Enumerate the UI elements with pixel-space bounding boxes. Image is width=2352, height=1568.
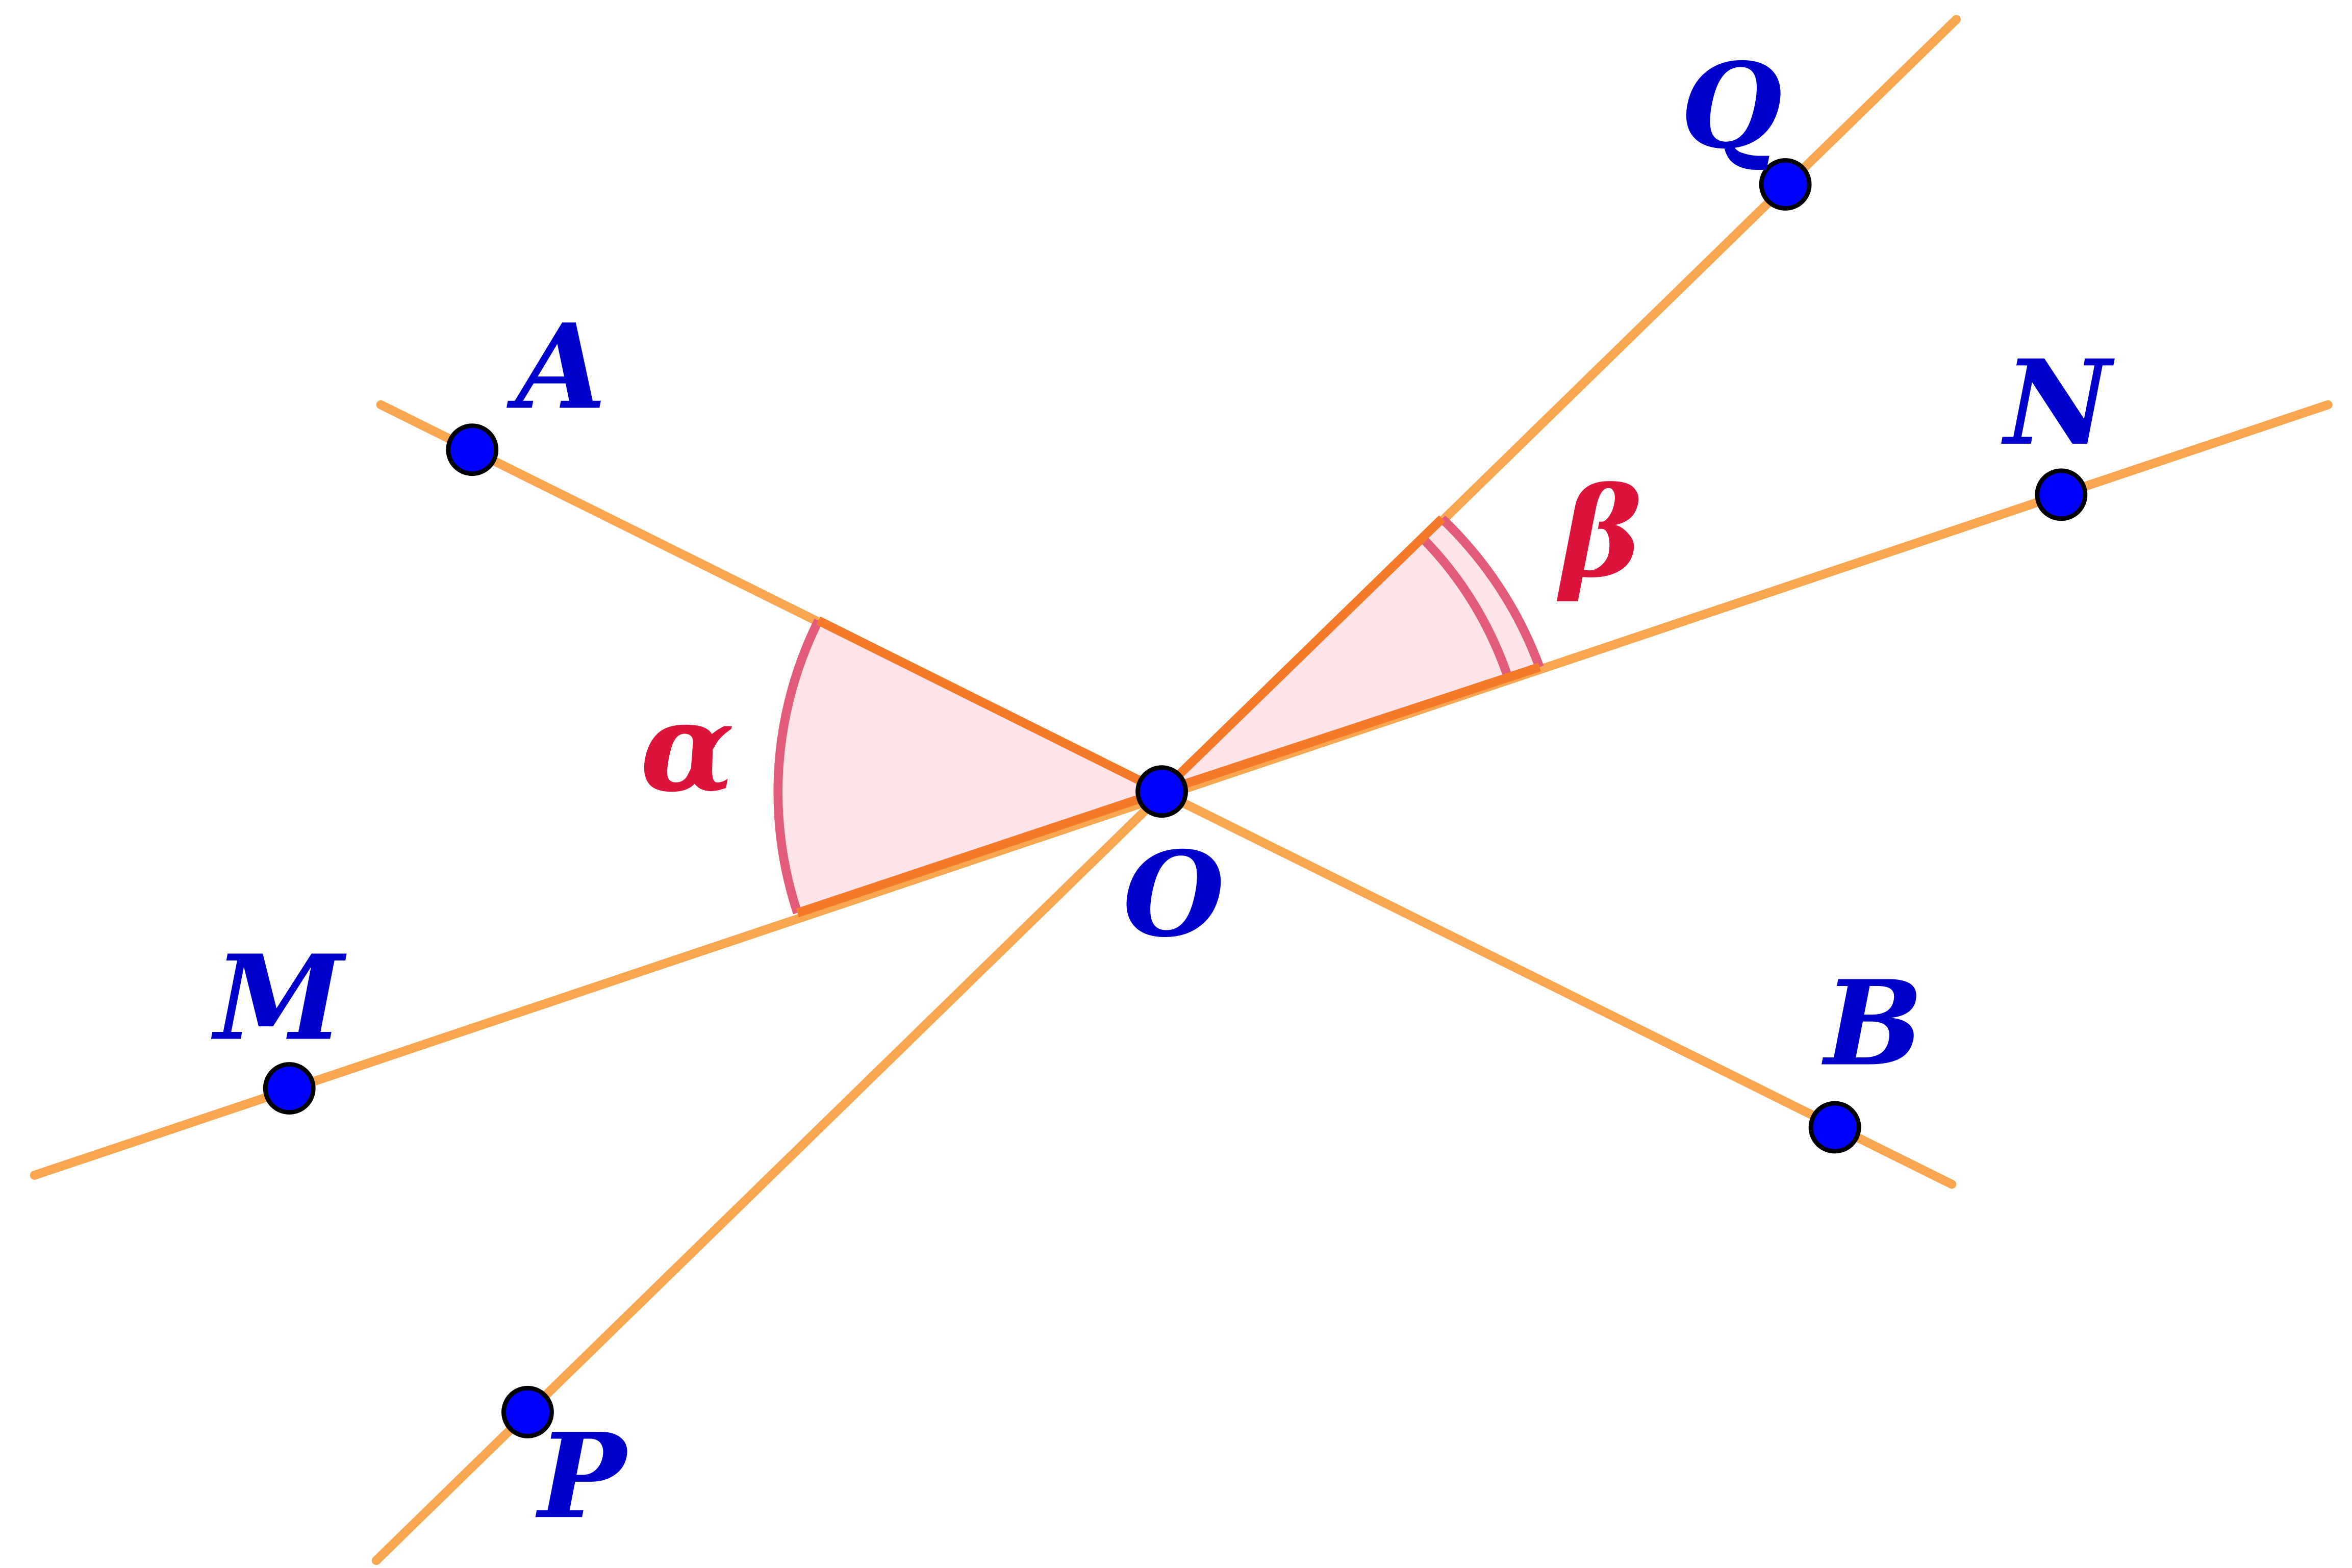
- point-N[interactable]: [2035, 468, 2088, 521]
- angle-labels: α β: [640, 461, 1642, 819]
- point-B[interactable]: [1808, 1101, 1861, 1154]
- angle-beta: [1158, 515, 1544, 796]
- point-P[interactable]: [501, 1385, 554, 1438]
- ray-OQ-highlight: [1158, 515, 1446, 795]
- label-M: M: [211, 930, 347, 1067]
- label-B: B: [1822, 955, 1924, 1093]
- point-Q[interactable]: [1759, 158, 1812, 211]
- point-labels: A B M N P Q O: [211, 38, 2115, 1545]
- angle-alpha: [773, 616, 1164, 918]
- label-N: N: [2001, 335, 2115, 472]
- angle-beta-sector: [1161, 518, 1540, 792]
- label-Q: Q: [1680, 38, 1782, 175]
- point-A[interactable]: [446, 423, 499, 476]
- angle-alpha-sector: [778, 620, 1162, 913]
- ray-OA-highlight: [816, 616, 1164, 796]
- label-O: O: [1123, 826, 1225, 964]
- angle-beta-arc-inner: [1419, 535, 1512, 679]
- points: [263, 158, 2088, 1438]
- angle-beta-arc-outer: [1439, 515, 1544, 669]
- point-M[interactable]: [263, 1062, 316, 1115]
- angle-alpha-arc: [773, 618, 823, 915]
- label-beta: β: [1556, 461, 1642, 605]
- ray-ON-highlight: [1160, 663, 1541, 796]
- label-P: P: [535, 1408, 629, 1545]
- label-A: A: [507, 298, 606, 436]
- ray-OM-highlight: [796, 787, 1164, 918]
- point-O[interactable]: [1135, 765, 1188, 818]
- label-alpha: α: [640, 675, 735, 819]
